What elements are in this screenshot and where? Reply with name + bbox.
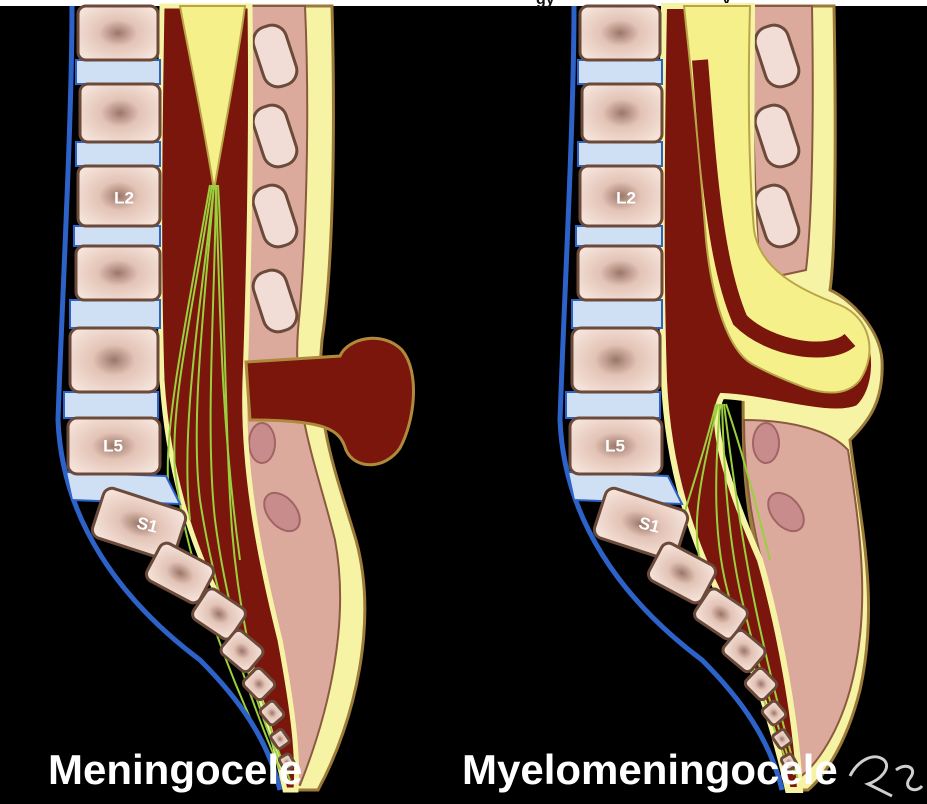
- vertebral-body: [580, 6, 660, 60]
- vertebral-body: [578, 246, 662, 300]
- vertebra-label: L2: [616, 188, 636, 207]
- disc: [566, 392, 660, 418]
- caption-myelomeningocele: Myelomeningocele: [462, 746, 838, 793]
- disc: [70, 300, 160, 328]
- vertebral-body: [582, 84, 662, 142]
- vertebra-label: L5: [103, 436, 123, 455]
- vertebral-body: [572, 328, 660, 392]
- disc: [74, 226, 160, 246]
- lamina-remnant: [753, 423, 779, 463]
- header-fragment: gy: [536, 0, 555, 8]
- lamina-remnant: [249, 423, 275, 463]
- vertebral-body: [78, 6, 158, 60]
- vertebral-body: [70, 328, 158, 392]
- disc: [576, 226, 662, 246]
- disc: [578, 142, 662, 166]
- caption-meningocele: Meningocele: [48, 746, 302, 793]
- disc: [572, 300, 662, 328]
- vertebral-body: [76, 246, 160, 300]
- disc: [64, 392, 158, 418]
- vertebra-label: L5: [605, 436, 625, 455]
- disc: [578, 60, 662, 84]
- vertebral-body: [80, 84, 160, 142]
- disc: [76, 60, 160, 84]
- vertebra-label: L2: [114, 188, 134, 207]
- disc: [76, 142, 160, 166]
